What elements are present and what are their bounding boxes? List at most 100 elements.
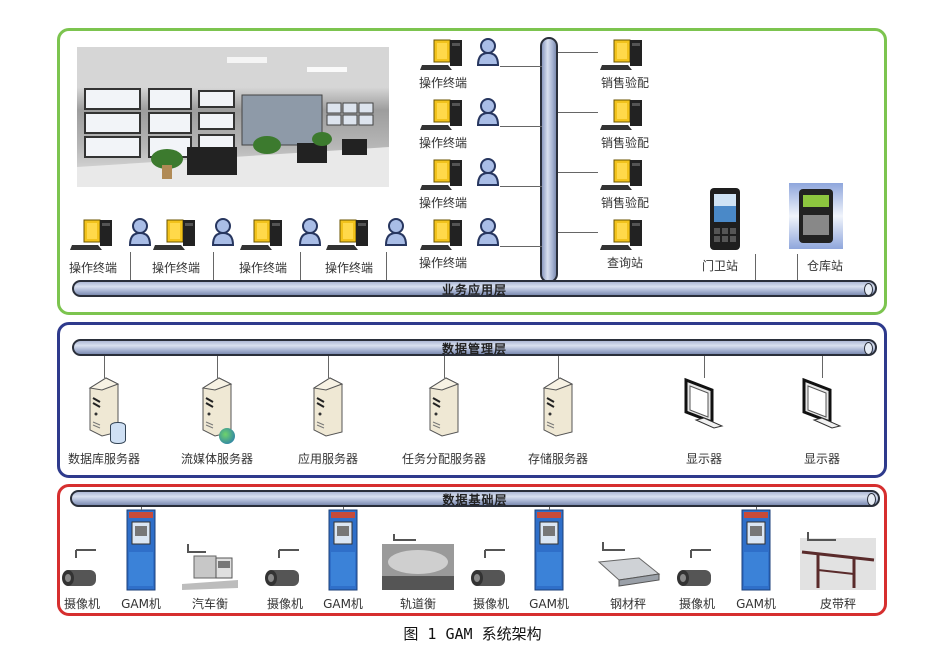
computer-icon [420, 219, 462, 250]
node-label: 仓库站 [806, 259, 843, 273]
connector-line [500, 186, 542, 187]
node-label: 操作终端 [418, 256, 467, 270]
computer-icon [600, 159, 642, 190]
connector-line [500, 246, 542, 247]
pipe-end-cap [864, 342, 873, 355]
gam-kiosk-icon [328, 509, 358, 591]
node-label: 任务分配服务器 [401, 452, 486, 466]
camera-icon [675, 548, 719, 596]
rail-scale-icon [380, 532, 456, 596]
node-label: 门卫站 [701, 259, 738, 273]
node-label: 摄像机 [472, 597, 509, 611]
camera-icon [62, 549, 96, 586]
user-icon [476, 158, 500, 186]
truck-scale-icon [182, 544, 238, 590]
node-label: 操作终端 [418, 136, 467, 150]
pipe-end-cap [867, 493, 876, 506]
user-icon [476, 218, 500, 246]
server-icon [84, 376, 124, 442]
node-label: 显示器 [685, 452, 722, 466]
connector-line [444, 356, 445, 378]
node-label: 操作终端 [68, 261, 117, 275]
server-icon [308, 376, 348, 442]
node-label: 数据库服务器 [67, 452, 140, 466]
node-label: GAM机 [323, 597, 363, 611]
camera-icon [677, 549, 711, 586]
gam-kiosk-icon [534, 509, 564, 591]
connector-line [558, 172, 598, 173]
node-label: GAM机 [736, 597, 776, 611]
computer-icon [326, 219, 368, 250]
node-label: 操作终端 [151, 261, 200, 275]
application-layer-pipe: 业务应用层 [72, 280, 877, 297]
figure-caption: 图 1 GAM 系统架构 [403, 625, 542, 643]
data-management-layer-label: 数据管理层 [441, 342, 507, 356]
node-label: 存储服务器 [527, 452, 588, 466]
server-icon [88, 377, 120, 437]
application-trunk-pipe [540, 37, 558, 283]
computer-icon [600, 158, 644, 196]
camera-icon [265, 549, 299, 586]
connector-line [343, 507, 344, 510]
connector-line [500, 126, 542, 127]
node-label: 皮带秤 [819, 597, 856, 611]
connector-line [704, 356, 705, 378]
server-icon [428, 377, 460, 437]
gam-kiosk-icon [533, 508, 565, 596]
node-label: 应用服务器 [297, 452, 358, 466]
gam-kiosk-icon [741, 509, 771, 591]
computer-icon [600, 39, 642, 70]
database-icon [110, 422, 126, 444]
computer-icon [153, 218, 197, 256]
server-icon [538, 376, 578, 442]
computer-icon [600, 219, 642, 250]
node-label: 钢材秤 [609, 597, 646, 611]
data-management-layer-pipe: 数据管理层 [72, 339, 877, 356]
monitor-icon [802, 377, 842, 429]
truck-scale-icon [180, 542, 240, 596]
connector-line [328, 356, 329, 378]
camera-icon [469, 548, 513, 596]
computer-icon [240, 219, 282, 250]
data-base-layer-pipe: 数据基础层 [70, 490, 880, 507]
node-label: 操作终端 [418, 76, 467, 90]
node-label: 操作终端 [238, 261, 287, 275]
user-icon [128, 218, 152, 246]
computer-icon [153, 219, 195, 250]
user-icon [476, 98, 500, 126]
control-room-photo [77, 47, 389, 187]
node-label: 销售验配 [600, 196, 649, 210]
card-reader-icon [789, 183, 843, 249]
node-label: 流媒体服务器 [180, 452, 253, 466]
node-label: 摄像机 [678, 597, 715, 611]
steel-scale-icon [595, 540, 661, 596]
computer-icon [600, 38, 644, 76]
user-icon [384, 218, 408, 246]
user-icon [384, 218, 408, 250]
computer-icon [600, 218, 644, 256]
node-label: 查询站 [606, 256, 643, 270]
node-label: 操作终端 [418, 196, 467, 210]
computer-icon [70, 219, 112, 250]
connector-line [558, 232, 598, 233]
application-layer-label: 业务应用层 [441, 283, 507, 297]
connector-line [558, 112, 598, 113]
connector-line [500, 66, 542, 67]
computer-icon [420, 98, 464, 136]
connector-line [755, 254, 756, 280]
camera-icon [471, 549, 505, 586]
gam-kiosk-icon [327, 508, 359, 596]
computer-icon [420, 39, 462, 70]
computer-icon [420, 99, 462, 130]
connector-line [756, 507, 757, 510]
handheld-terminal-icon [710, 188, 740, 250]
server-icon [424, 376, 464, 442]
node-label: 销售验配 [600, 76, 649, 90]
node-label: 销售验配 [600, 136, 649, 150]
pipe-end-cap [864, 283, 873, 296]
connector-line [822, 356, 823, 378]
user-icon [476, 98, 500, 130]
node-label: 汽车衡 [191, 597, 228, 611]
user-icon [211, 218, 235, 250]
computer-icon [326, 218, 370, 256]
